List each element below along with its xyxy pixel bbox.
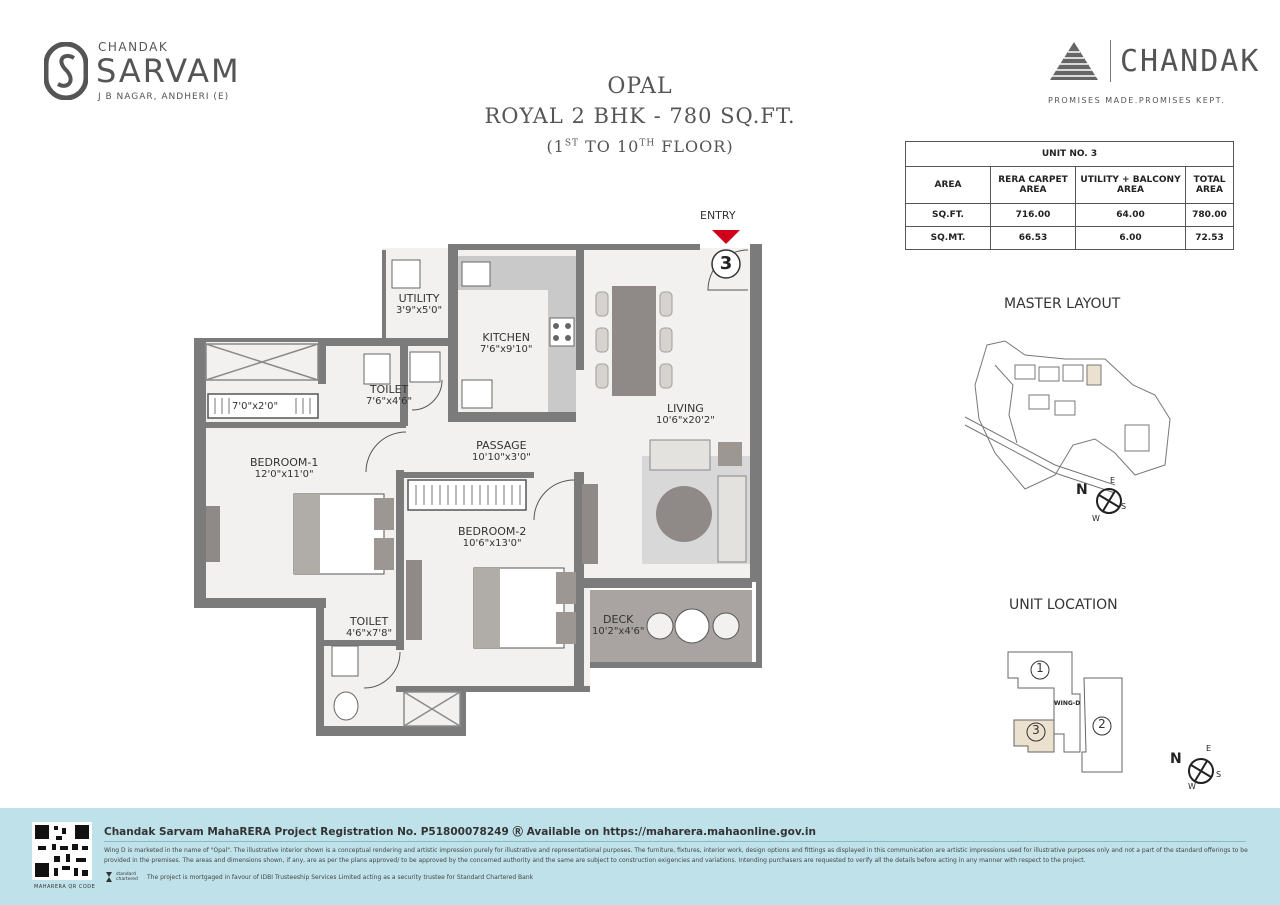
table-cell: 64.00 <box>1075 203 1186 227</box>
column-header: TOTAL AREA <box>1185 166 1234 204</box>
table-row: SQ.MT. 66.53 6.00 72.53 <box>905 226 1234 250</box>
living-rug <box>642 456 752 564</box>
compass-2-n: N <box>1170 751 1182 767</box>
company-name: CHANDAK <box>1120 44 1261 79</box>
brand-small: CHANDAK <box>98 40 169 54</box>
qr-label: MAHARERA QR CODE <box>34 884 96 890</box>
column-header: AREA <box>905 166 991 204</box>
unit-location-title: UNIT LOCATION <box>1009 597 1118 613</box>
wardrobes <box>206 484 598 640</box>
entry-label: ENTRY <box>700 209 736 222</box>
ledge-label: 7'0"x2'0" <box>232 401 279 412</box>
washing-machine <box>391 259 421 289</box>
plan-subtitle: ROYAL 2 BHK - 780 SQ.FT. <box>484 104 796 128</box>
column-header: RERA CARPET AREA <box>990 166 1076 204</box>
compass-s: S <box>1121 502 1127 511</box>
standard-chartered-logo: standard chartered <box>104 870 144 884</box>
compass-2-s: S <box>1216 770 1222 779</box>
compass-e: E <box>1110 476 1116 485</box>
compass-w: W <box>1092 514 1100 523</box>
pyramid-icon <box>1050 42 1098 80</box>
company-tagline: PROMISES MADE.PROMISES KEPT. <box>1048 96 1226 105</box>
table-cell: 780.00 <box>1185 203 1234 227</box>
plan-walls <box>194 244 762 736</box>
column-header: UTILITY + BALCONY AREA <box>1075 166 1186 204</box>
unit-location-map <box>1007 651 1123 773</box>
wing-label: WING-D <box>1054 700 1081 707</box>
compass-2-w: W <box>1188 782 1196 791</box>
mortgage-text: The project is mortgaged in favour of ID… <box>147 874 534 881</box>
living-furniture <box>649 439 747 563</box>
table-cell: 72.53 <box>1185 226 1234 250</box>
beds <box>293 493 576 649</box>
rera-registration: Chandak Sarvam MahaRERA Project Registra… <box>104 826 816 838</box>
footer-divider <box>104 841 1246 842</box>
footer-band <box>0 808 1280 905</box>
disclaimer-text: Wing D is marketed in the name of "Opal"… <box>104 847 1248 864</box>
compass-2-e: E <box>1206 744 1212 753</box>
table-cell: 716.00 <box>990 203 1076 227</box>
unit-badge: 3 <box>719 253 733 274</box>
table-cell: 66.53 <box>990 226 1076 250</box>
unit-2-label: 2 <box>1098 717 1106 731</box>
standard-chartered-icon <box>106 872 112 882</box>
table-header-row: AREA RERA CARPET AREA UTILITY + BALCONY … <box>905 166 1234 204</box>
floor-range: (1ST TO 10TH FLOOR) <box>546 137 734 156</box>
unit-3-label: 3 <box>1032 723 1040 737</box>
qr-code-icon[interactable] <box>32 822 92 880</box>
table-row: SQ.FT. 716.00 64.00 780.00 <box>905 203 1234 227</box>
compass-icon-2 <box>1188 758 1214 784</box>
compass-icon <box>1096 488 1122 514</box>
unit-1-label: 1 <box>1036 661 1044 675</box>
brand-big: SARVAM <box>96 52 241 90</box>
cs-monogram-icon <box>44 42 88 100</box>
brand-location: J B NAGAR, ANDHERI (E) <box>98 92 230 102</box>
dining-set <box>595 286 673 396</box>
sc-logo-text: standard chartered <box>116 872 138 882</box>
entry-arrow <box>712 230 740 244</box>
area-table: UNIT NO. 3 AREA RERA CARPET AREA UTILITY… <box>905 141 1234 250</box>
plan-floors <box>198 248 760 734</box>
logo-divider <box>1110 40 1111 82</box>
table-cell: SQ.FT. <box>905 203 991 227</box>
table-cell: SQ.MT. <box>905 226 991 250</box>
unit-number-header: UNIT NO. 3 <box>905 141 1234 167</box>
master-layout-title: MASTER LAYOUT <box>1004 296 1121 312</box>
plan-title: OPAL <box>607 74 673 99</box>
table-cell: 6.00 <box>1075 226 1186 250</box>
master-layout-map <box>965 340 1171 494</box>
compass-n: N <box>1076 482 1088 498</box>
deck-furniture <box>646 608 740 644</box>
